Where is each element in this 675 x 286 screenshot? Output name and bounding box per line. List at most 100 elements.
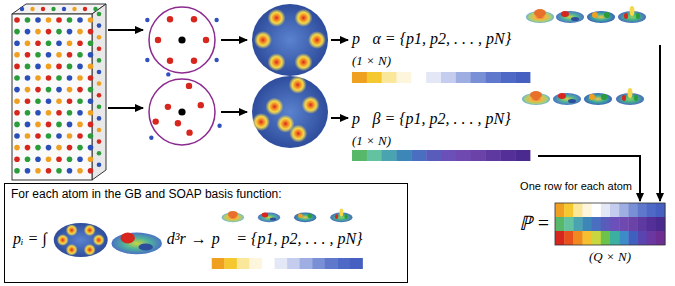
- atom-dot: [56, 122, 62, 128]
- density-peak: [84, 244, 96, 256]
- atom-dot: [56, 52, 62, 58]
- atom-dot: [25, 110, 31, 116]
- atom-dot: [25, 29, 31, 35]
- outer-atom: [214, 58, 218, 62]
- atom-dot: [67, 17, 73, 23]
- color-cell: [352, 150, 367, 161]
- density-peak: [66, 224, 78, 236]
- color-cell: [397, 150, 412, 161]
- basis-icon: [584, 93, 612, 105]
- basis-icon: [121, 233, 135, 244]
- neighbor-atom: [186, 129, 192, 135]
- atom-dot: [77, 98, 83, 104]
- atom-dot: [88, 17, 94, 23]
- basis-icon: [561, 11, 569, 17]
- atom-dot: [67, 145, 73, 151]
- atom-dot: [77, 168, 83, 174]
- color-cell: [471, 150, 486, 161]
- crystal-slab: [12, 4, 106, 180]
- basis-icon: [294, 213, 316, 223]
- color-cell: [312, 258, 325, 269]
- atom-dot: [88, 29, 94, 35]
- atom-dot: [14, 87, 20, 93]
- color-cell: [619, 231, 629, 245]
- atom-dot: [35, 87, 41, 93]
- atom-dot: [67, 87, 73, 93]
- color-cell: [573, 203, 583, 217]
- color-cell: [352, 72, 367, 83]
- color-cell: [224, 258, 237, 269]
- atom-dot: [77, 122, 83, 128]
- atom-dot: [67, 75, 73, 81]
- color-cell: [337, 258, 350, 269]
- atom-dot: [97, 93, 102, 98]
- atom-dot: [97, 105, 102, 110]
- atom-dot: [67, 98, 73, 104]
- atom-dot: [25, 98, 31, 104]
- basis-icon: [622, 95, 626, 101]
- basis-icon: [258, 213, 280, 223]
- outer-atom: [214, 18, 218, 22]
- basis-icon: [558, 93, 566, 99]
- arrow: [108, 107, 143, 109]
- neighbor-atom: [165, 104, 171, 110]
- arrow: [659, 45, 661, 201]
- atom-dot: [88, 64, 94, 70]
- cutoff-circle: [149, 79, 215, 145]
- basis-icon: [630, 6, 635, 16]
- density-peak: [276, 115, 294, 133]
- atom-dot: [97, 128, 102, 133]
- color-cell: [638, 203, 648, 217]
- atom-dot: [97, 151, 102, 156]
- basis-icon: [534, 9, 546, 17]
- atom-dot: [88, 156, 94, 162]
- density-peak: [295, 9, 313, 27]
- atom-dot: [35, 29, 41, 35]
- dimension: (Q × N): [589, 250, 631, 265]
- color-cell: [573, 231, 583, 245]
- atom-dot: [20, 7, 24, 11]
- atom-dot: [77, 156, 83, 162]
- atom-dot: [97, 12, 102, 17]
- atom-dot: [14, 52, 20, 58]
- outer-atom: [217, 123, 221, 127]
- color-cell: [583, 231, 593, 245]
- atom-dot: [35, 98, 41, 104]
- atom-dot: [46, 168, 52, 174]
- density-peak: [295, 53, 313, 71]
- neighbor-atom: [175, 120, 181, 126]
- atom-dot: [72, 7, 76, 11]
- atom-dot: [88, 122, 94, 128]
- atom-dot: [46, 75, 52, 81]
- atom-dot: [46, 87, 52, 93]
- neighbor-atom: [186, 83, 192, 89]
- color-cell: [382, 150, 397, 161]
- atom-dot: [88, 168, 94, 174]
- arrow: [331, 39, 348, 41]
- inset-heading: For each atom in the GB and SOAP basis f…: [11, 188, 282, 202]
- atom-dot: [14, 145, 20, 151]
- color-cell: [441, 150, 456, 161]
- atom-dot: [35, 64, 41, 70]
- basis-icon: [530, 91, 542, 99]
- neighbor-atom: [167, 58, 173, 64]
- atom-dot: [14, 98, 20, 104]
- density-peak: [268, 53, 286, 71]
- atom-dot: [88, 75, 94, 81]
- color-cell: [592, 203, 602, 217]
- atom-dot: [35, 52, 41, 58]
- color-cell: [601, 231, 611, 245]
- atom-dot: [35, 75, 41, 81]
- atom-dot: [35, 122, 41, 128]
- atom-dot: [83, 7, 87, 11]
- outer-atom: [145, 18, 149, 22]
- color-cell: [619, 217, 629, 231]
- color-cell: [471, 72, 486, 83]
- color-cell: [515, 150, 530, 161]
- formula: pᵢ = ∫: [13, 230, 47, 248]
- atom-dot: [97, 35, 102, 40]
- basis-icon: [571, 17, 579, 21]
- color-cell: [350, 258, 363, 269]
- atom-dot: [35, 17, 41, 23]
- atom-dot: [14, 168, 20, 174]
